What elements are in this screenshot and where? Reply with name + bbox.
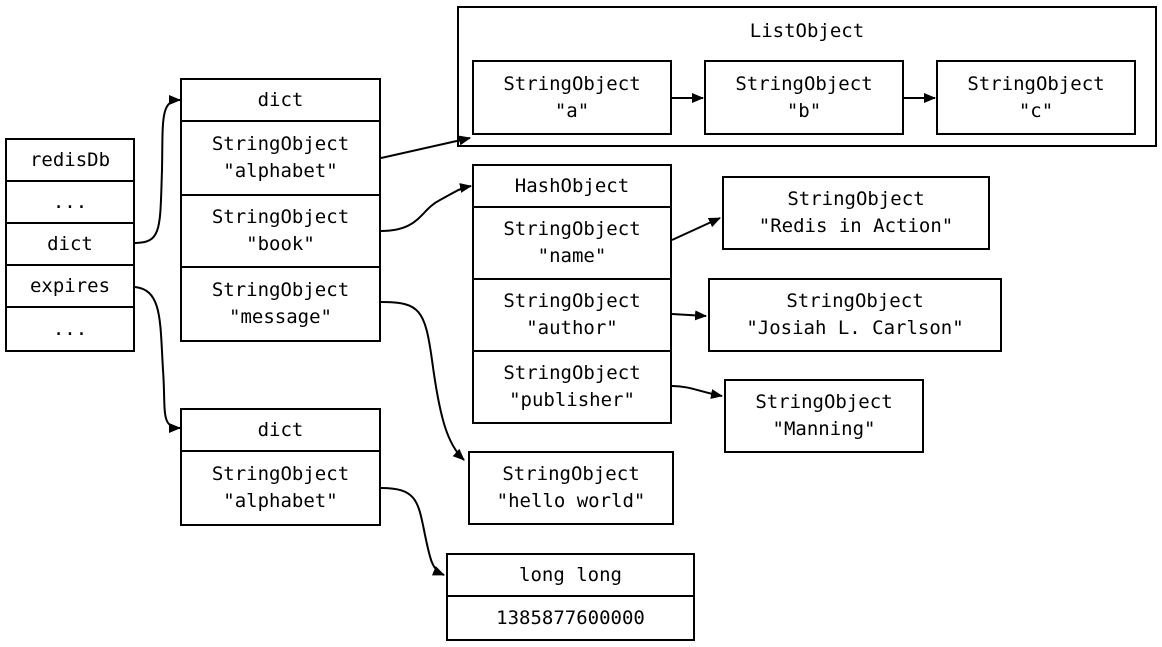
long-long-type: long long [519,563,622,586]
value-type: StringObject [786,290,924,312]
redisdb-field-label: ... [52,190,88,213]
list-item-b: StringObject "b" [704,60,904,135]
redisdb-field-label: expires [29,274,111,297]
list-item-c: StringObject "c" [936,60,1136,135]
list-item-c-value: "c" [1018,99,1054,122]
value-text: "Manning" [772,418,876,440]
list-object-title: ListObject [749,20,865,42]
arrow-expire-alphabet-to-longlong [380,487,445,576]
value-type: StringObject [755,391,893,413]
long-long-number: 1385877600000 [496,606,645,629]
hash-object-title: HashObject [514,174,630,197]
key-value: "alphabet" [223,490,338,512]
hash-value-manning: StringObject "Manning" [724,379,924,453]
list-item-a-type: StringObject [503,72,641,95]
field-type: StringObject [503,362,641,384]
list-item-a: StringObject "a" [472,60,672,135]
list-object-frame: ListObject [457,6,1157,147]
key-value: "alphabet" [223,160,338,182]
dict-main-title: dict [257,88,304,111]
redisdb-field-ellipsis-top: ... [5,180,135,224]
key-type: StringObject [211,206,350,228]
long-long-header: long long [446,553,695,597]
dict-key-alphabet: StringObject "alphabet" [180,120,381,196]
dict-key-message: StringObject "message" [180,266,381,342]
value-text: "Josiah L. Carlson" [746,317,964,339]
field-value: "author" [526,317,618,339]
redisdb-field-dict: dict [5,222,135,266]
arrow-db-dict-to-dict [134,95,181,244]
key-type: StringObject [211,463,350,485]
arrow-book-to-hash [380,183,472,232]
key-type: StringObject [211,133,350,155]
message-value-hello-world: StringObject "hello world" [468,451,674,525]
dict-expires-header: dict [180,408,381,452]
arrow-db-expires-to-dict [134,286,181,433]
arrow-message-to-hello [380,301,465,461]
list-item-a-value: "a" [554,99,590,122]
key-type: StringObject [211,279,350,301]
hash-value-redis-in-action: StringObject "Redis in Action" [722,176,990,250]
value-type: StringObject [502,463,640,485]
arrow-name-to-value [671,217,721,241]
list-item-b-value: "b" [786,99,822,122]
dict-key-book: StringObject "book" [180,194,381,268]
redisdb-header: redisDb [5,138,135,182]
field-type: StringObject [503,218,641,240]
arrow-alphabet-to-list [380,135,471,159]
redisdb-title: redisDb [29,148,111,171]
field-value: "publisher" [509,389,635,411]
arrow-publisher-to-value [671,385,723,399]
key-value: "book" [246,233,315,255]
field-type: StringObject [503,290,641,312]
hash-value-josiah: StringObject "Josiah L. Carlson" [708,278,1002,352]
redisdb-field-ellipsis-bottom: ... [5,306,135,352]
redisdb-field-label: dict [47,232,93,255]
redisdb-field-expires: expires [5,264,135,308]
list-item-b-type: StringObject [735,72,873,95]
dict-expires-key-alphabet: StringObject "alphabet" [180,450,381,526]
hash-field-author: StringObject "author" [472,278,672,352]
dict-expires-title: dict [257,418,304,441]
redisdb-field-label: ... [52,317,88,340]
field-value: "name" [537,245,607,267]
hash-field-publisher: StringObject "publisher" [472,350,672,424]
arrow-author-to-value [671,310,707,321]
value-text: "Redis in Action" [758,215,954,237]
long-long-value: 1385877600000 [446,595,695,641]
value-type: StringObject [787,188,925,210]
value-text: "hello world" [496,490,646,512]
key-value: "message" [229,306,332,328]
list-item-c-type: StringObject [967,72,1105,95]
